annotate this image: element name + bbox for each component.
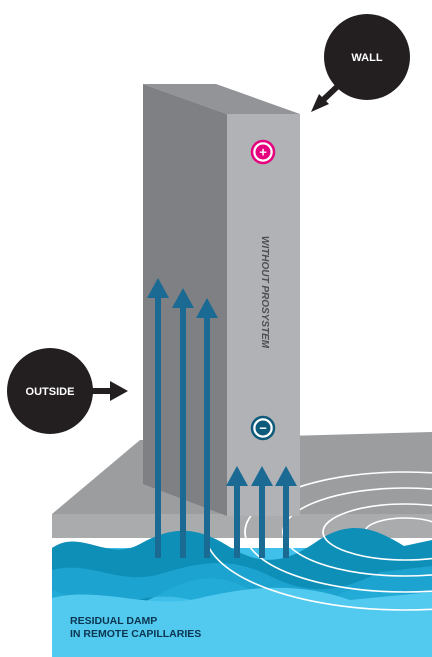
wall-side-text: WITHOUT PROSYSTEM xyxy=(259,236,270,349)
damp-arrow xyxy=(196,298,218,558)
damp-arrow xyxy=(275,466,297,558)
residual-damp-line1: RESIDUAL DAMP xyxy=(70,615,157,627)
wall-front-face xyxy=(227,114,300,516)
plus-marker: + xyxy=(250,139,276,165)
wall-callout: WALL xyxy=(311,14,410,112)
outside-label: OUTSIDE xyxy=(26,386,75,398)
damp-arrows-right xyxy=(226,466,297,558)
outside-callout: OUTSIDE xyxy=(7,348,128,434)
damp-arrow xyxy=(251,466,273,558)
damp-arrow xyxy=(172,288,194,558)
minus-marker: − xyxy=(250,415,276,441)
residual-damp-line2: IN REMOTE CAPILLARIES xyxy=(70,628,201,640)
damp-arrow xyxy=(226,466,248,558)
wall-label: WALL xyxy=(351,52,382,64)
plus-symbol: + xyxy=(259,145,267,160)
wall: WITHOUT PROSYSTEM xyxy=(143,84,300,516)
minus-symbol: − xyxy=(259,421,267,436)
residual-damp-label: RESIDUAL DAMP IN REMOTE CAPILLARIES xyxy=(70,615,201,640)
damp-arrow xyxy=(147,278,169,558)
wall-top-face xyxy=(143,84,300,114)
damp-arrows-left xyxy=(147,278,218,558)
